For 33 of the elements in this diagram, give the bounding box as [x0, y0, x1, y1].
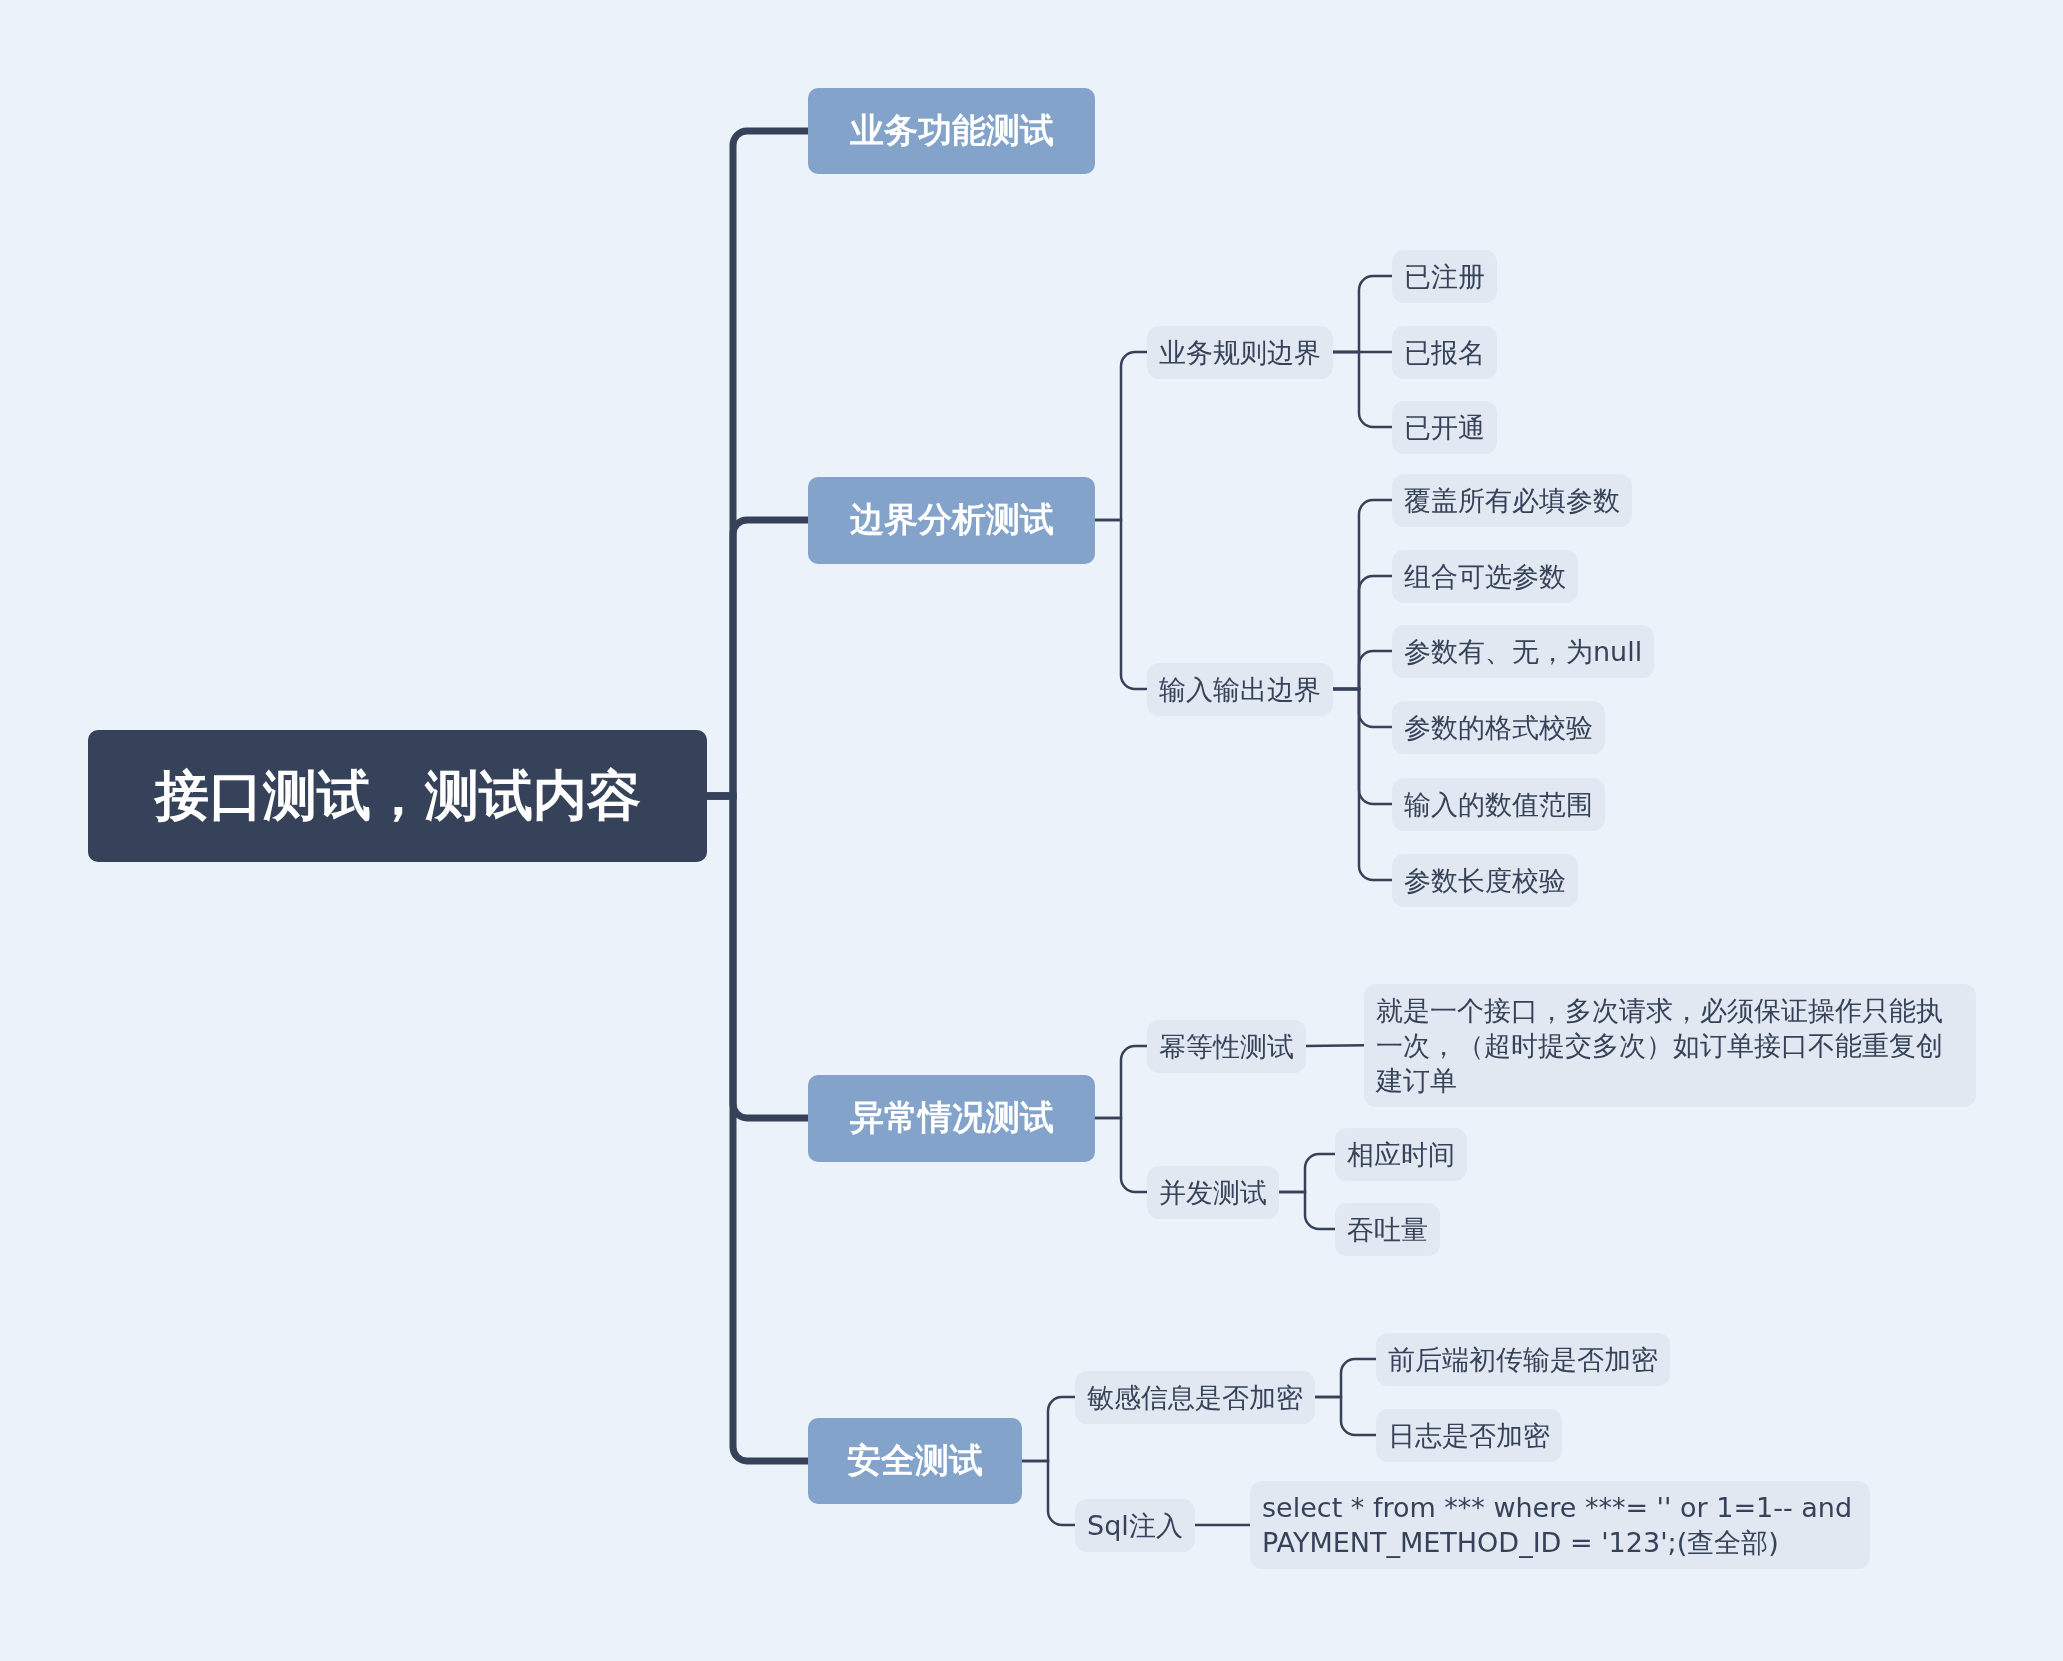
- subtopic: 吞吐量: [1335, 1202, 1440, 1256]
- subtopic: 输入输出边界: [1147, 662, 1333, 716]
- subtopic: 就是一个接口，多次请求，必须保证操作只能执一次，（超时提交多次）如订单接口不能重复创建订单: [1364, 983, 1976, 1107]
- subtopic: select * from *** where ***= '' or 1=1-- and PAYMENT_METHOD_ID = '123';(查全部): [1250, 1481, 1870, 1570]
- connector-line: [1333, 687, 1392, 882]
- subtopic: Sql注入: [1075, 1498, 1195, 1552]
- connector-line: [1194, 1523, 1250, 1527]
- subtopic: 已报名: [1392, 325, 1497, 379]
- subtopic: 输入的数值范围: [1392, 777, 1605, 831]
- connector-line: [707, 792, 808, 1465]
- connector-line: [1333, 350, 1392, 429]
- subtopic: 参数的格式校验: [1392, 700, 1605, 754]
- main-topic: 异常情况测试: [808, 1074, 1095, 1162]
- subtopic: 敏感信息是否加密: [1075, 1370, 1315, 1424]
- connector-line: [1305, 1043, 1365, 1048]
- subtopic: 并发测试: [1147, 1165, 1279, 1219]
- connector-line: [1315, 1395, 1376, 1437]
- subtopic: 参数长度校验: [1392, 853, 1578, 907]
- subtopic: 前后端初传输是否加密: [1376, 1332, 1670, 1386]
- main-topic: 业务功能测试: [808, 88, 1095, 174]
- subtopic: 已注册: [1392, 249, 1497, 303]
- subtopic: 参数有、无，为null: [1392, 624, 1655, 678]
- subtopic: 相应时间: [1335, 1127, 1467, 1181]
- subtopic: 已开通: [1392, 400, 1497, 454]
- subtopic: 幂等性测试: [1147, 1019, 1306, 1073]
- root-topic: 接口测试，测试内容: [88, 730, 707, 862]
- main-topic: 安全测试: [808, 1418, 1022, 1504]
- subtopic: 组合可选参数: [1392, 549, 1578, 603]
- subtopic: 业务规则边界: [1147, 325, 1333, 379]
- subtopic: 日志是否加密: [1376, 1408, 1562, 1462]
- subtopic: 覆盖所有必填参数: [1392, 473, 1632, 527]
- connector-line: [1279, 1190, 1335, 1231]
- main-topic: 边界分析测试: [808, 476, 1095, 564]
